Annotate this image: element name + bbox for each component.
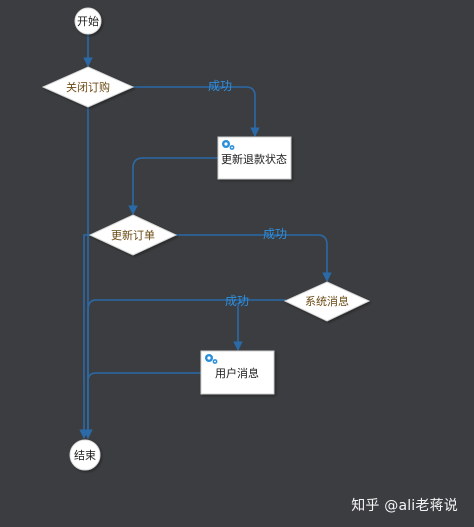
node-start-label: 开始 <box>77 14 99 28</box>
node-system-message-label: 系统消息 <box>305 294 349 308</box>
edge-system-to-end <box>87 299 246 438</box>
node-user-message[interactable] <box>200 350 275 395</box>
gear-icon <box>222 140 235 150</box>
node-user-message-label: 用户消息 <box>215 366 259 380</box>
node-start[interactable] <box>74 7 102 35</box>
edge-close-order-to-refund <box>133 86 260 137</box>
edge-label-success-2: 成功 <box>263 227 287 241</box>
node-close-order-label: 关闭订购 <box>66 80 110 94</box>
node-system-message[interactable] <box>283 281 371 322</box>
edge-refund-to-update-order <box>128 157 218 215</box>
gear-icon <box>205 354 218 364</box>
node-update-order-label: 更新订单 <box>111 228 155 242</box>
node-update-order[interactable] <box>88 214 178 256</box>
edge-label-success-1: 成功 <box>208 79 232 93</box>
node-end-label: 结束 <box>74 449 96 462</box>
node-end[interactable] <box>69 439 101 471</box>
edge-user-to-end <box>87 372 201 438</box>
node-update-refund-status[interactable] <box>217 136 292 180</box>
watermark-text: 知乎 @ali老蒋说 <box>351 498 458 514</box>
edge-update-order-to-system <box>176 234 332 282</box>
edge-label-success-3: 成功 <box>225 294 249 308</box>
node-close-order[interactable] <box>41 66 135 108</box>
node-update-refund-status-label: 更新退款状态 <box>221 152 287 166</box>
